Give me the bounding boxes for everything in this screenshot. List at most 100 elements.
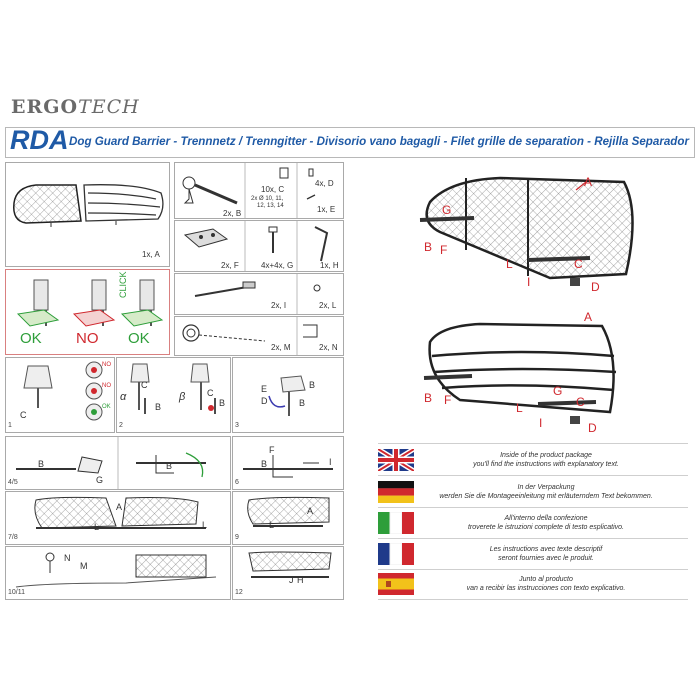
- step-2-letter-c2: C: [207, 388, 214, 398]
- brand-ergo: ERGO: [11, 96, 79, 118]
- step-1-number: 1: [8, 422, 12, 429]
- part-a-box: 1x, A: [5, 162, 170, 267]
- step-3-drawing: [268, 375, 306, 416]
- step-45-letter-g: G: [96, 475, 104, 485]
- divider-3: [378, 538, 688, 539]
- step-9-letter-l: L: [269, 520, 275, 530]
- step-6-number: 6: [235, 479, 239, 486]
- step-1-letter-c: C: [20, 410, 27, 420]
- step-78-letter-l: L: [94, 522, 100, 532]
- step-1011-letter-m: M: [80, 561, 88, 571]
- step-3-letter-e: E: [261, 384, 268, 394]
- main2-letter-b: B: [424, 391, 433, 405]
- lang-fr-line1: Les instructions avec texte descriptif: [489, 546, 603, 553]
- step-6-letter-f: F: [269, 445, 275, 455]
- part-c-spec2: 12, 13, 14: [257, 203, 284, 209]
- product-subtitle: Dog Guard Barrier - Trennnetz / Trenngit…: [69, 135, 689, 148]
- step-12-letter-j: J: [289, 575, 294, 585]
- divider-2: [378, 507, 688, 508]
- step-6-box: F B I 6: [232, 436, 344, 490]
- step-12-box: J H 12: [232, 546, 344, 600]
- main-letter-i: I: [527, 275, 531, 289]
- barrier-net-drawing: [13, 184, 164, 227]
- main2-letter-f: F: [444, 393, 452, 407]
- flag-es-icon: [378, 573, 414, 595]
- part-g-label: 4x+4x, G: [261, 261, 294, 270]
- step-45-letter-b: B: [38, 459, 45, 469]
- step-78-box: A L L 7/8: [5, 491, 231, 545]
- parts-il-box: 2x, I 2x, L: [174, 273, 344, 315]
- compat-drawing: [16, 279, 164, 327]
- flag-it-icon: [378, 512, 414, 534]
- parts-mn-box: 2x, M 2x, N: [174, 316, 344, 356]
- step-78-letter-a: A: [116, 502, 123, 512]
- lang-en-text: Inside of the product package you'll fin…: [412, 451, 680, 469]
- parts-fgh-drawing: [183, 221, 329, 271]
- lang-fr-text: Les instructions avec texte descriptif s…: [412, 545, 680, 563]
- product-code: RDA: [10, 125, 69, 155]
- step-45-drawing: [16, 437, 206, 489]
- parts-bcde-drawing: [182, 163, 316, 218]
- main-letter-a: A: [584, 175, 593, 189]
- step-1-no-a: NO: [102, 362, 111, 368]
- lang-en-line2: you'll find the instructions with explan…: [473, 461, 619, 468]
- part-l-label: 2x, L: [319, 301, 337, 310]
- compat-click: CLICK: [118, 271, 128, 298]
- parts-bcde-box: 2x, B 10x, C 2x Ø 10, 11, 12, 13, 14 4x,…: [174, 162, 344, 219]
- step-2-letter-c: C: [141, 380, 148, 390]
- step-1-no-b: NO: [102, 383, 111, 389]
- compat-box: OK NO OK CLICK: [5, 269, 170, 355]
- main-letter-l: L: [506, 257, 513, 271]
- part-b-label: 2x, B: [223, 209, 242, 218]
- part-n-label: 2x, N: [319, 343, 338, 352]
- step-3-letter-b: B: [309, 380, 316, 390]
- step-12-number: 12: [235, 589, 243, 596]
- main2-letter-a: A: [584, 310, 593, 324]
- title-bar: [5, 127, 695, 158]
- step-2-box: α β C B C B 2: [116, 357, 231, 433]
- part-c-spec: 2x Ø 10, 11,: [251, 196, 284, 202]
- step-9-box: A L 9: [232, 491, 344, 545]
- step-1-ok: OK: [102, 404, 111, 410]
- step-1011-box: N M 10/11: [5, 546, 231, 600]
- step-2-number: 2: [119, 422, 123, 429]
- part-a-label: 1x, A: [142, 250, 160, 259]
- compat-ok-2: OK: [128, 330, 150, 347]
- step-1-drawing: [23, 361, 103, 421]
- main2-letter-g: G: [553, 384, 563, 398]
- main-letter-b: B: [424, 240, 433, 254]
- main2-letter-c: C: [576, 395, 585, 409]
- part-d-label: 4x, D: [315, 179, 334, 188]
- step-9-drawing: [247, 496, 330, 527]
- lang-de-line2: werden Sie die Montageeinleitung mit erl…: [439, 493, 653, 500]
- lang-it-line1: All'interno della confezione: [504, 515, 588, 522]
- lang-de-text: In der Verpackung werden Sie die Montage…: [412, 483, 680, 501]
- step-1011-drawing: [15, 552, 217, 588]
- step-2-alpha: α: [120, 391, 127, 403]
- step-1011-letter-n: N: [64, 553, 71, 563]
- step-2-drawing: [130, 363, 216, 414]
- step-1-box: C NO NO OK 1: [5, 357, 115, 433]
- divider-1: [378, 475, 688, 476]
- step-12-drawing: [248, 551, 332, 578]
- brand-logo: ERGOTECH: [11, 96, 140, 118]
- lang-it-line2: troverete le istruzioni complete di test…: [467, 524, 625, 531]
- step-3-letter-d: D: [261, 396, 268, 406]
- lang-es-text: Junto al producto van a recibir las inst…: [412, 575, 680, 593]
- lang-fr-line2: seront fournies avec le produit.: [498, 555, 594, 562]
- main-letter-g: G: [442, 203, 452, 217]
- step-3-number: 3: [235, 422, 239, 429]
- step-6-letter-i: I: [329, 457, 332, 467]
- step-45-number: 4/5: [8, 479, 18, 486]
- step-6-letter-b: B: [261, 459, 268, 469]
- part-h-label: 1x, H: [320, 261, 339, 270]
- step-3-box: B E B D 3: [232, 357, 344, 433]
- step-78-drawing: [34, 496, 206, 529]
- step-45-letter-b2: B: [166, 461, 173, 471]
- step-12-letter-h: H: [297, 575, 304, 585]
- step-9-letter-a: A: [307, 506, 314, 516]
- lang-en-line1: Inside of the product package: [500, 452, 592, 459]
- main-letter-c: C: [574, 257, 583, 271]
- step-6-drawing: [243, 455, 333, 478]
- main2-letter-l: L: [516, 401, 523, 415]
